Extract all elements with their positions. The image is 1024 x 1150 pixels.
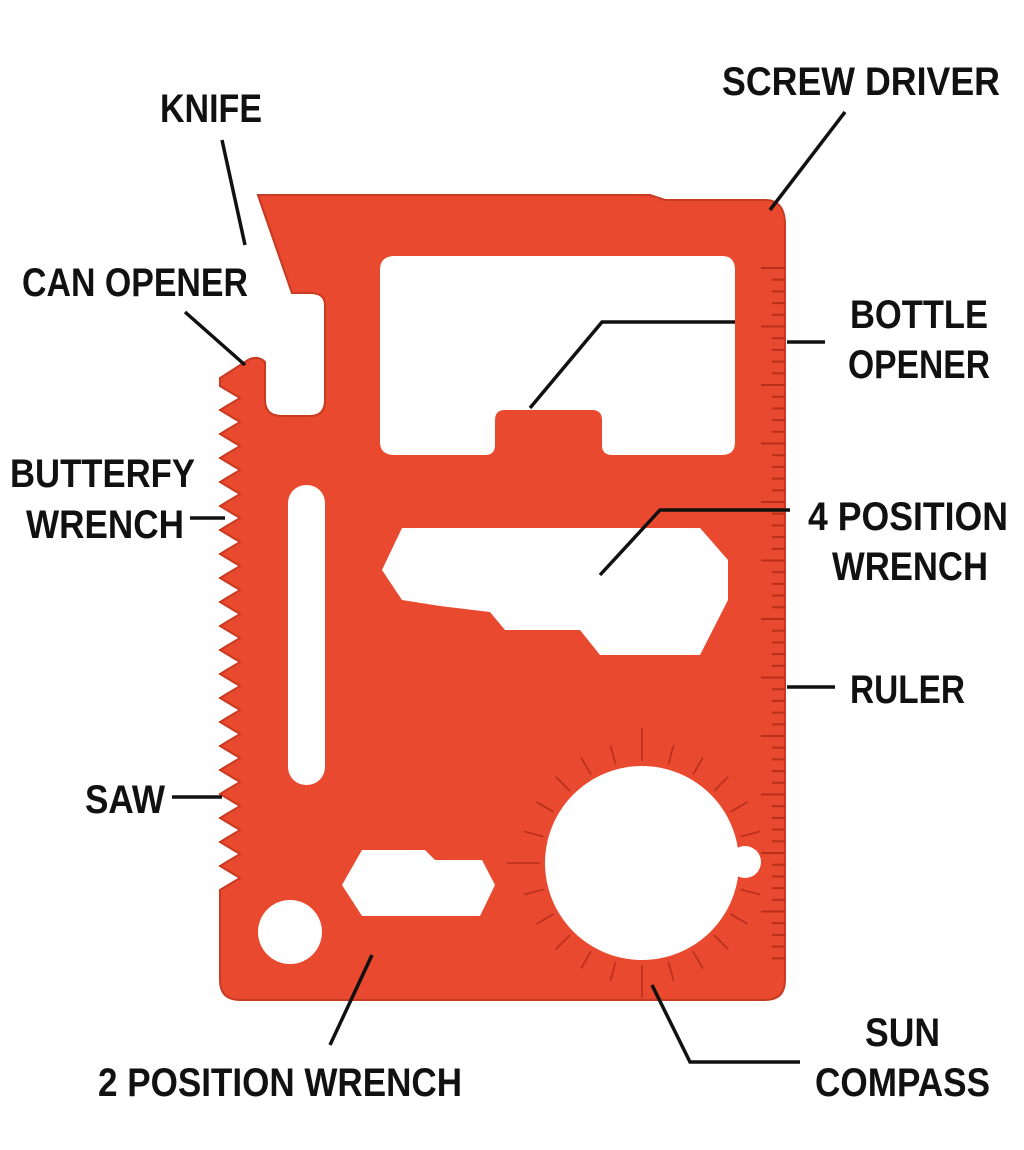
label-butterfly-wrench-line2: WRENCH <box>26 503 184 547</box>
compass-ray <box>580 756 592 776</box>
compass-ray <box>729 913 749 925</box>
compass-ray <box>667 744 675 765</box>
label-saw: SAW <box>85 778 165 822</box>
label-ruler: RULER <box>850 668 965 712</box>
compass-ray <box>713 934 729 950</box>
compass-ray <box>740 888 761 896</box>
compass-ray <box>523 888 544 896</box>
compass-ray <box>523 830 544 838</box>
compass-ray <box>692 756 704 776</box>
compass-ray <box>580 950 592 970</box>
compass-ray <box>740 830 761 838</box>
label-bottle-opener-line2: OPENER <box>848 343 990 387</box>
compass-ray <box>555 934 571 950</box>
compass-ray <box>609 744 617 765</box>
compass-ray <box>535 801 555 813</box>
compass-ray <box>535 913 555 925</box>
compass-ray <box>692 950 704 970</box>
ruler-ticks <box>761 267 785 960</box>
label-sun-compass-line1: SUN <box>865 1011 940 1055</box>
compass-ray <box>555 776 571 792</box>
compass-ray <box>667 961 675 982</box>
leader-lines <box>172 110 847 1064</box>
label-butterfly-wrench-line1: BUTTERFY <box>10 452 195 496</box>
label-bottle-opener-line1: BOTTLE <box>850 293 988 337</box>
compass-ray <box>609 961 617 982</box>
compass-ray <box>729 801 749 813</box>
sun-compass-rays <box>507 728 761 998</box>
label-knife: KNIFE <box>160 87 262 131</box>
label-2-position-wrench: 2 POSITION WRENCH <box>98 1061 462 1105</box>
label-4-position-wrench-line1: 4 POSITION <box>808 495 1008 539</box>
label-sun-compass-line2: COMPASS <box>815 1061 990 1105</box>
compass-ray <box>713 776 729 792</box>
label-4-position-wrench-line2: WRENCH <box>832 545 988 589</box>
label-can-opener: CAN OPENER <box>22 261 248 305</box>
label-screw-driver: SCREW DRIVER <box>722 60 1000 104</box>
multitool-card <box>218 194 786 1001</box>
